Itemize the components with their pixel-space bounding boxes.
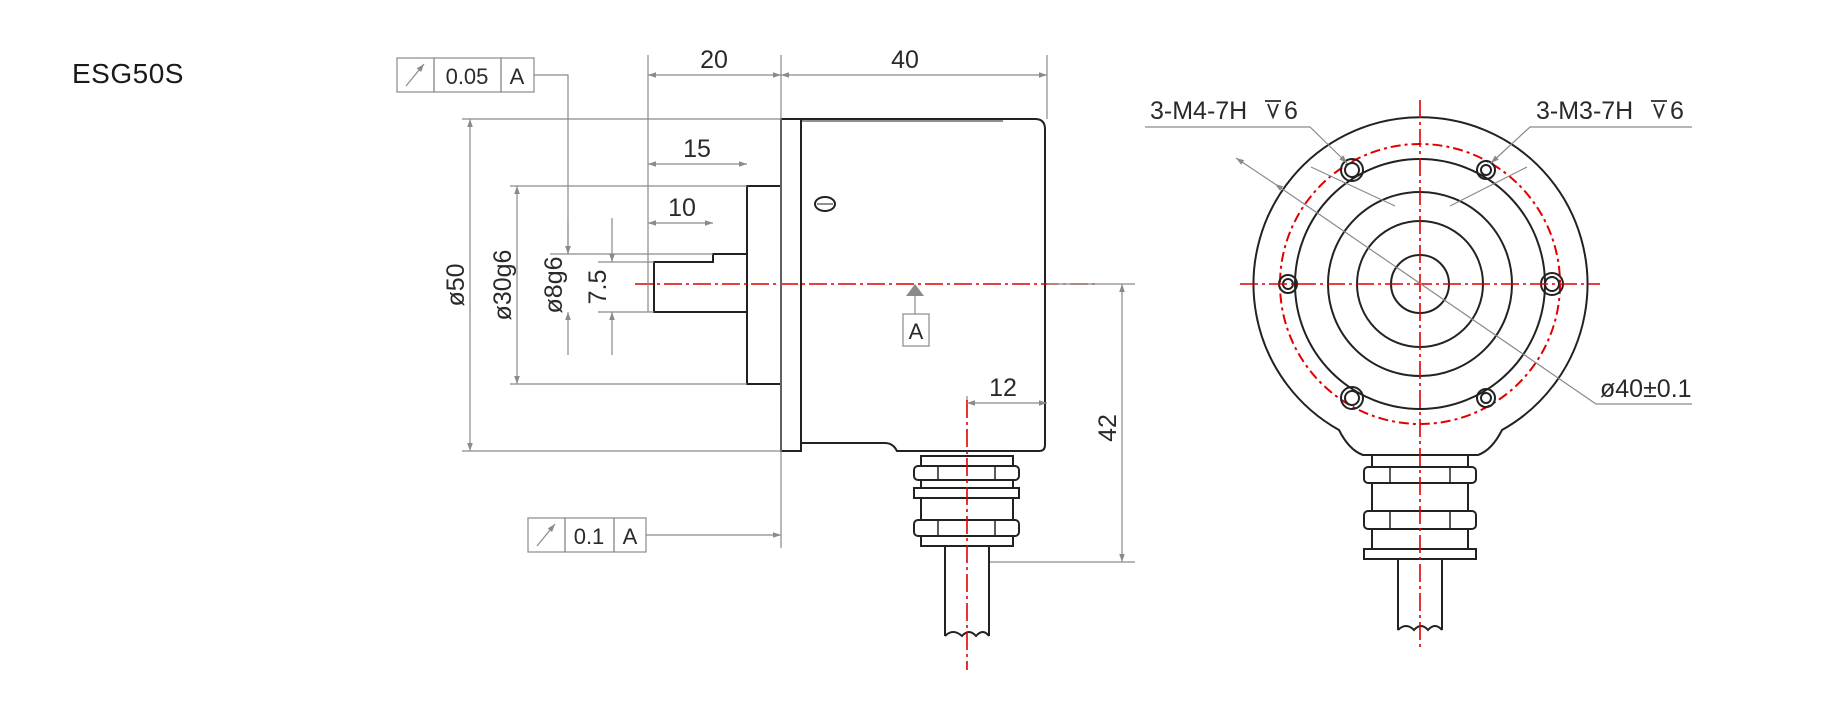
dim-20: 20 <box>700 46 728 74</box>
tolerance-datum: A <box>623 524 638 549</box>
m3-hole-icon <box>1476 160 1496 180</box>
dim-12: 12 <box>989 374 1017 402</box>
m4-hole-icon <box>1340 386 1364 410</box>
dim-phi50: ø50 <box>442 263 470 306</box>
pcd-callout: ø40±0.1 <box>1600 375 1692 403</box>
shaft <box>653 253 748 313</box>
datum-label: A <box>909 319 924 344</box>
housing-body <box>801 118 1046 452</box>
dim-phi30: ø30g6 <box>489 250 517 321</box>
side-view: A 20 40 15 10 12 ø50 ø30g6 <box>396 46 1135 670</box>
m4-depth-value: 6 <box>1284 97 1298 125</box>
dim-40: 40 <box>891 46 919 74</box>
tolerance-value: 0.1 <box>574 524 605 549</box>
tolerance-value: 0.05 <box>446 64 489 89</box>
dim-7-5: 7.5 <box>584 270 612 305</box>
front-boss <box>746 185 782 385</box>
tolerance-frame-bottom: 0.1 A <box>527 517 781 553</box>
tolerance-frame-top: 0.05 A <box>396 57 571 254</box>
datum-box <box>902 313 930 347</box>
m3-holes-callout: 3-M3-7H <box>1536 97 1633 125</box>
m4-holes-callout: 3-M4-7H <box>1150 97 1247 125</box>
depth-symbol-icon <box>1265 100 1281 120</box>
depth-symbol-icon <box>1651 100 1667 120</box>
tolerance-datum: A <box>510 64 525 89</box>
front-view: 3-M4-7H 6 3-M3-7H 6 ø40±0.1 <box>1145 97 1692 650</box>
m4-hole-icon <box>1340 158 1364 182</box>
dim-10: 10 <box>668 194 696 222</box>
dim-42: 42 <box>1094 414 1122 442</box>
m3-hole-icon <box>1476 388 1496 408</box>
screw-icon <box>814 196 836 212</box>
dim-15: 15 <box>683 135 711 163</box>
datum-triangle <box>906 284 924 296</box>
runout-icon <box>536 523 556 547</box>
runout-icon <box>405 63 425 87</box>
drawing-title: ESG50S <box>72 58 184 89</box>
dim-phi8: ø8g6 <box>540 257 568 314</box>
flange-plate <box>780 118 802 452</box>
m3-depth-value: 6 <box>1670 97 1684 125</box>
